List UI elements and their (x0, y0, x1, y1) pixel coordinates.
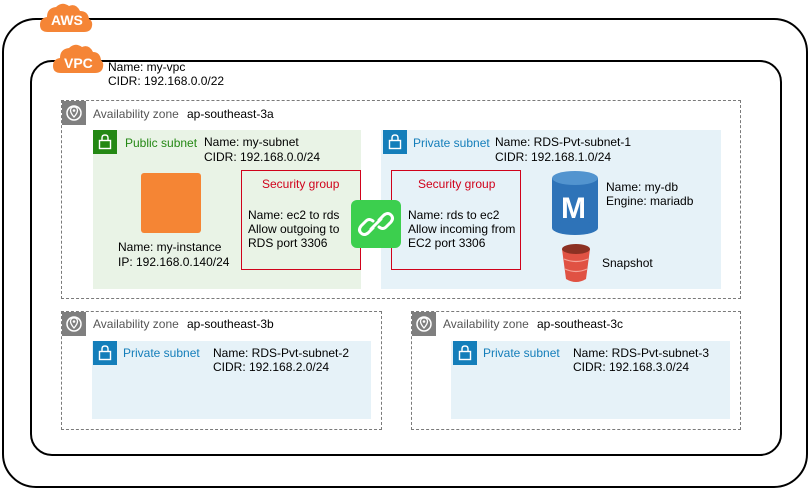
az-a-label: Availability zone (93, 107, 179, 121)
sg-ec2-line1: Name: ec2 to rds (248, 208, 340, 222)
availability-zone-b (61, 311, 382, 430)
private-subnet-3 (451, 341, 730, 419)
rds-letter: M (561, 192, 586, 225)
private-subnet-2 (92, 341, 371, 419)
rds-database-icon (552, 171, 598, 235)
aws-cloud-icon (40, 3, 93, 33)
location-pin-icon (412, 312, 436, 336)
availability-zone-c (411, 311, 741, 430)
ec2-name: Name: my-instance (118, 240, 222, 254)
private-subnet-3-cidr: CIDR: 192.168.3.0/24 (573, 360, 690, 374)
snapshot-bucket-icon (562, 244, 590, 282)
private-subnet-2-cidr: CIDR: 192.168.2.0/24 (213, 360, 330, 374)
sg-rds-line3: EC2 port 3306 (408, 236, 486, 250)
public-subnet (93, 130, 361, 289)
lock-icon (383, 130, 407, 154)
aws-label: AWS (51, 12, 83, 28)
location-pin-icon (62, 312, 86, 336)
public-subnet-name: Name: my-subnet (204, 135, 299, 149)
private-subnet-3-label: Private subnet (483, 346, 560, 360)
sg-ec2-line3: RDS port 3306 (248, 236, 328, 250)
ec2-ip: IP: 192.168.0.140/24 (118, 255, 230, 269)
private-subnet-2-label: Private subnet (123, 346, 200, 360)
sg-rds-title: Security group (418, 177, 496, 191)
az-c-label: Availability zone (443, 317, 529, 331)
private-subnet-1-cidr: CIDR: 192.168.1.0/24 (495, 150, 612, 164)
sg-rds-line2: Allow incoming from (408, 222, 516, 236)
vpc-name: Name: my-vpc (108, 60, 186, 74)
db-name: Name: my-db (606, 180, 679, 194)
vpc-label: VPC (64, 55, 93, 71)
private-subnet-1-name: Name: RDS-Pvt-subnet-1 (495, 135, 632, 149)
vpc-cloud-icon (53, 44, 104, 73)
sg-rds-line1: Name: rds to ec2 (408, 208, 500, 222)
vpc-border (30, 60, 782, 456)
az-a-name: ap-southeast-3a (187, 107, 274, 121)
snapshot-label: Snapshot (602, 256, 653, 270)
az-b-name: ap-southeast-3b (187, 317, 274, 331)
availability-zone-a (61, 100, 741, 299)
lock-icon (453, 341, 477, 365)
private-subnet-2-name: Name: RDS-Pvt-subnet-2 (213, 346, 350, 360)
public-subnet-cidr: CIDR: 192.168.0.0/24 (204, 150, 321, 164)
aws-cloud-border (2, 18, 808, 488)
vpc-cidr: CIDR: 192.168.0.0/22 (108, 74, 225, 88)
private-subnet-3-name: Name: RDS-Pvt-subnet-3 (573, 346, 710, 360)
private-subnet-1 (381, 130, 721, 289)
lock-icon (93, 341, 117, 365)
ec2-instance-icon (141, 173, 201, 233)
db-engine: Engine: mariadb (606, 194, 694, 208)
lock-icon (93, 130, 117, 154)
private-subnet-1-label: Private subnet (413, 136, 490, 150)
az-b-label: Availability zone (93, 317, 179, 331)
sg-ec2-title: Security group (262, 177, 340, 191)
location-pin-icon (62, 101, 86, 125)
public-subnet-label: Public subnet (125, 136, 198, 150)
sg-ec2-line2: Allow outgoing to (248, 222, 340, 236)
link-icon (351, 200, 401, 248)
az-c-name: ap-southeast-3c (537, 317, 624, 331)
